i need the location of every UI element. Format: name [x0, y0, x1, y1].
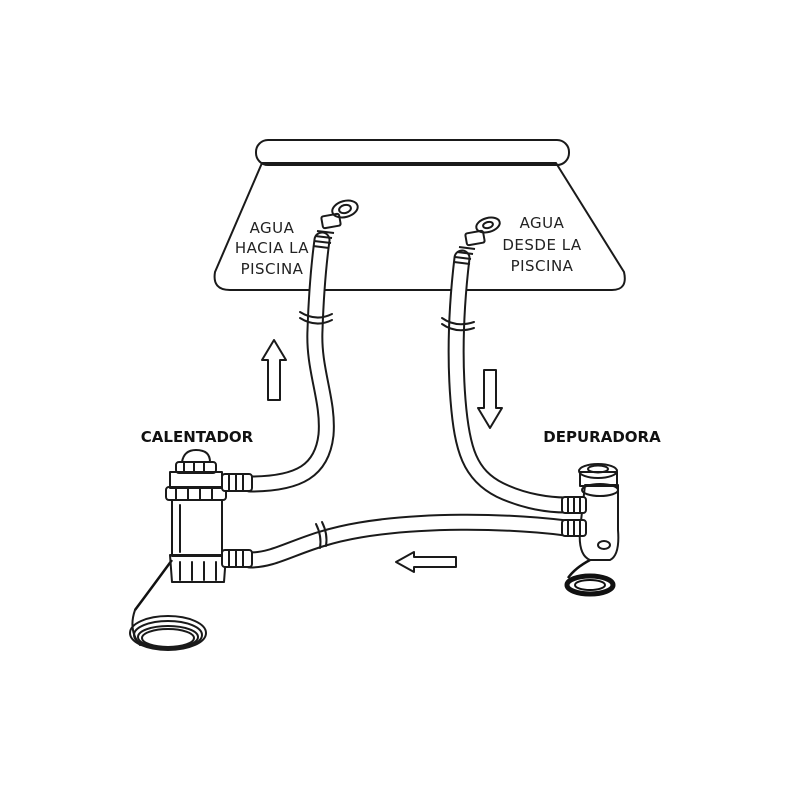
flow-arrows [261, 339, 503, 573]
arrow-left-icon [395, 551, 457, 573]
pool-rim [255, 139, 570, 166]
inlet-label-line-3: PISCINA [241, 260, 304, 278]
hose-clamp-left [299, 311, 333, 319]
filter-pump-unit [561, 463, 620, 597]
outlet-label-line-2: DESDE LA [502, 236, 582, 254]
outlet-label-line-1: AGUA [520, 214, 565, 232]
pool-wall [213, 162, 626, 291]
heater-power-cable [133, 559, 174, 611]
outlet-label-line-3: PISCINA [511, 257, 574, 275]
hose-clamp-right [441, 317, 475, 326]
pool [213, 139, 626, 291]
heater-label: CALENTADOR [141, 428, 254, 446]
arrow-down-icon [477, 369, 503, 429]
outlet-fitting [453, 216, 501, 265]
hoses [241, 231, 575, 569]
inlet-label: AGUA HACIA LA PISCINA [235, 219, 309, 278]
outlet-label: AGUA DESDE LA PISCINA [502, 214, 582, 275]
inlet-label-line-2: HACIA LA [235, 239, 309, 257]
arrow-up-icon [261, 339, 287, 401]
inlet-label-line-1: AGUA [250, 219, 295, 237]
inlet-fitting [312, 199, 359, 249]
filter-power-cable [566, 558, 591, 579]
filter-label: DEPURADORA [543, 428, 661, 446]
heater-unit [129, 449, 253, 651]
hose-clamp-bottom [315, 523, 322, 549]
hose-clamps [299, 311, 475, 549]
